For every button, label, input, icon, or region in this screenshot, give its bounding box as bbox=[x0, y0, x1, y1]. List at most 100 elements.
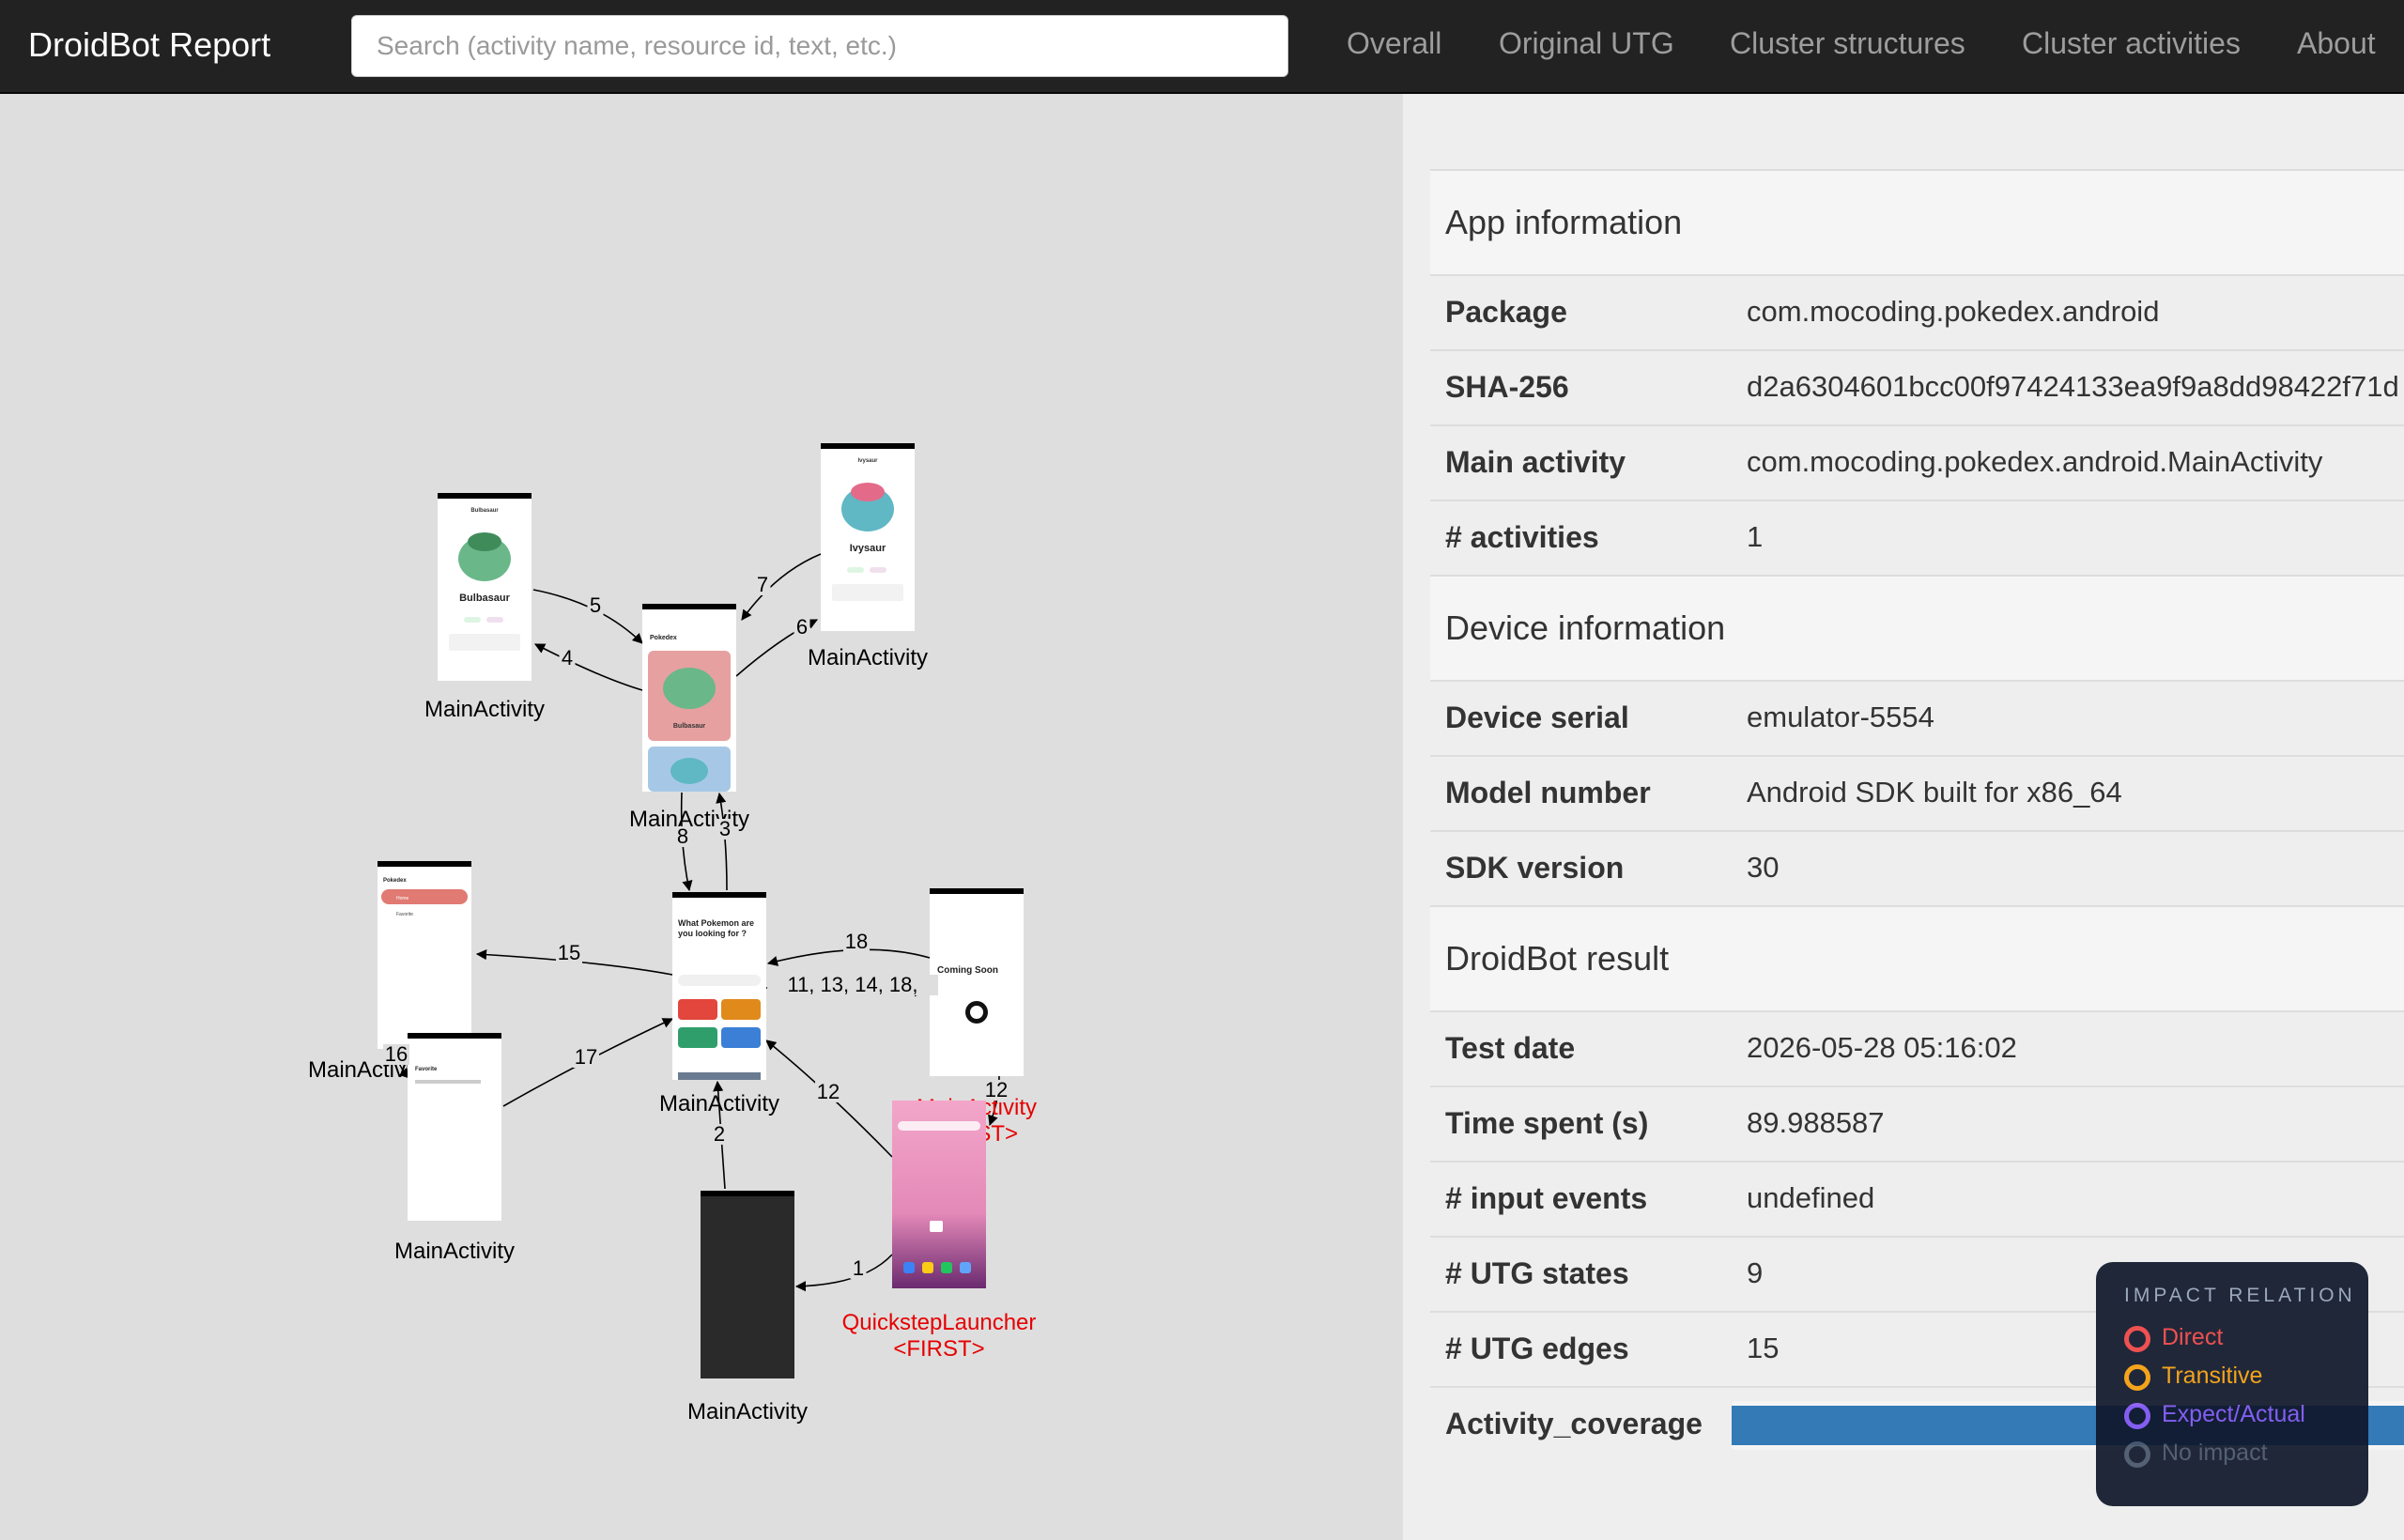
utg-edge-label: 8 bbox=[677, 824, 688, 848]
screen-bg bbox=[930, 888, 1024, 1076]
screen-title: Bulbasaur bbox=[470, 508, 499, 514]
info-row: # UTG states 9 bbox=[1430, 1236, 2404, 1311]
search-input[interactable] bbox=[351, 15, 1288, 77]
pokemon-image bbox=[670, 758, 708, 784]
nav-link-about[interactable]: About bbox=[2297, 26, 2376, 60]
screen-title-wrap: What Pokemon are you looking for ? bbox=[678, 918, 754, 938]
status-bar bbox=[672, 892, 766, 898]
info-key: Activity_coverage bbox=[1445, 1407, 1703, 1440]
legend-label: Direct bbox=[2162, 1324, 2224, 1350]
edge-label-bg bbox=[717, 819, 733, 839]
utg-edge-label: 3 bbox=[719, 817, 731, 840]
drawer-item-home-highlight bbox=[381, 889, 468, 904]
info-key: # input events bbox=[1445, 1181, 1648, 1215]
screen-title: Pokedex bbox=[650, 635, 677, 641]
photos-icon bbox=[930, 1221, 943, 1232]
section-header: Device information bbox=[1430, 575, 2404, 680]
nav-link-cluster-structures[interactable]: Cluster structures bbox=[1730, 26, 1965, 60]
utg-node-label: QuickstepLauncher bbox=[842, 1310, 1037, 1335]
status-bar bbox=[642, 604, 736, 609]
info-value: emulator-5554 bbox=[1747, 701, 1934, 733]
utg-edge-label: 4 bbox=[562, 646, 573, 670]
info-key: Test date bbox=[1445, 1031, 1576, 1065]
utg-edge[interactable] bbox=[475, 949, 673, 976]
info-value: 9 bbox=[1747, 1256, 1764, 1289]
type-badge bbox=[870, 567, 886, 573]
utg-graph-canvas[interactable]: BulbasaurBulbasaurMainActivityIvysaurIvy… bbox=[0, 94, 1403, 1540]
status-bar bbox=[408, 1033, 501, 1039]
section-title: DroidBot result bbox=[1445, 939, 1670, 978]
utg-node-label: MainActivity bbox=[659, 1091, 779, 1116]
legend-item: Transitive bbox=[2124, 1363, 2368, 1401]
type-badge bbox=[464, 617, 481, 623]
utg-edge[interactable] bbox=[794, 1254, 893, 1292]
utg-node-launcher[interactable] bbox=[892, 1101, 986, 1288]
utg-node-coming-soon[interactable]: Coming Soon bbox=[930, 888, 1024, 1076]
app-icon bbox=[941, 1262, 952, 1273]
status-bar bbox=[821, 443, 915, 449]
brand-title[interactable]: DroidBot Report bbox=[28, 25, 271, 64]
legend-label: No impact bbox=[2162, 1440, 2268, 1466]
screen-title: Ivysaur bbox=[857, 458, 878, 464]
edge-label-bg bbox=[767, 975, 938, 995]
utg-node-home[interactable]: What Pokemon are you looking for ? bbox=[672, 892, 766, 1080]
pokemon-card-name: Bulbasaur bbox=[673, 723, 706, 730]
type-badge bbox=[486, 617, 503, 623]
app-icon bbox=[922, 1262, 933, 1273]
nav-link-original-utg[interactable]: Original UTG bbox=[1499, 26, 1674, 60]
section-title: App information bbox=[1445, 203, 1683, 241]
utg-node-tag: <FIRST> bbox=[893, 1336, 984, 1362]
legend-label: Transitive bbox=[2162, 1363, 2263, 1389]
status-bar bbox=[701, 1191, 794, 1196]
info-key: Device serial bbox=[1445, 701, 1629, 734]
category-button bbox=[721, 999, 761, 1020]
info-key: SHA-256 bbox=[1445, 370, 1569, 404]
stats-card bbox=[832, 584, 903, 601]
screen-bg bbox=[892, 1101, 986, 1288]
legend-ring-icon bbox=[2124, 1364, 2150, 1391]
info-value: com.mocoding.pokedex.android.MainActivit… bbox=[1747, 445, 2323, 478]
edge-label-bg bbox=[587, 595, 604, 616]
info-value: 15 bbox=[1747, 1332, 1780, 1364]
info-value: com.mocoding.pokedex.android bbox=[1747, 295, 2160, 328]
status-bar bbox=[930, 888, 1024, 894]
info-key: # UTG states bbox=[1445, 1256, 1629, 1290]
legend-item: Direct bbox=[2124, 1324, 2368, 1363]
pokemon-image bbox=[663, 668, 716, 709]
info-row: Time spent (s)89.988587 bbox=[1430, 1086, 2404, 1161]
utg-edge[interactable] bbox=[741, 553, 822, 621]
legend-ring-icon bbox=[2124, 1326, 2150, 1352]
utg-edge[interactable] bbox=[534, 643, 643, 691]
screen-title: Pokedex bbox=[383, 878, 407, 884]
navbar: DroidBot Report Overall Original UTG Clu… bbox=[0, 0, 2404, 94]
legend-item: No impact bbox=[2124, 1440, 2368, 1478]
info-value: 89.988587 bbox=[1747, 1106, 1885, 1139]
utg-node-favorite[interactable]: Favorite bbox=[408, 1033, 501, 1221]
pokemon-image-top bbox=[468, 532, 501, 551]
screen-bg bbox=[701, 1191, 794, 1378]
utg-node-label: MainActivity bbox=[424, 697, 545, 722]
utg-edge-label: 11, 13, 14, 18, bbox=[787, 973, 917, 996]
screen-title: Favorite bbox=[415, 1067, 438, 1072]
utg-node-black[interactable] bbox=[701, 1191, 794, 1378]
info-key: Main activity bbox=[1445, 445, 1626, 479]
edge-label-bg bbox=[674, 826, 691, 847]
info-value: undefined bbox=[1747, 1181, 1875, 1214]
stats-card bbox=[449, 634, 520, 651]
edge-label-bg bbox=[983, 1080, 1009, 1101]
nav-link-overall[interactable]: Overall bbox=[1347, 26, 1442, 60]
nav-link-cluster-activities[interactable]: Cluster activities bbox=[2022, 26, 2241, 60]
info-value: 30 bbox=[1747, 851, 1780, 884]
status-bar bbox=[378, 861, 471, 867]
utg-edge-label: 18 bbox=[845, 930, 868, 953]
